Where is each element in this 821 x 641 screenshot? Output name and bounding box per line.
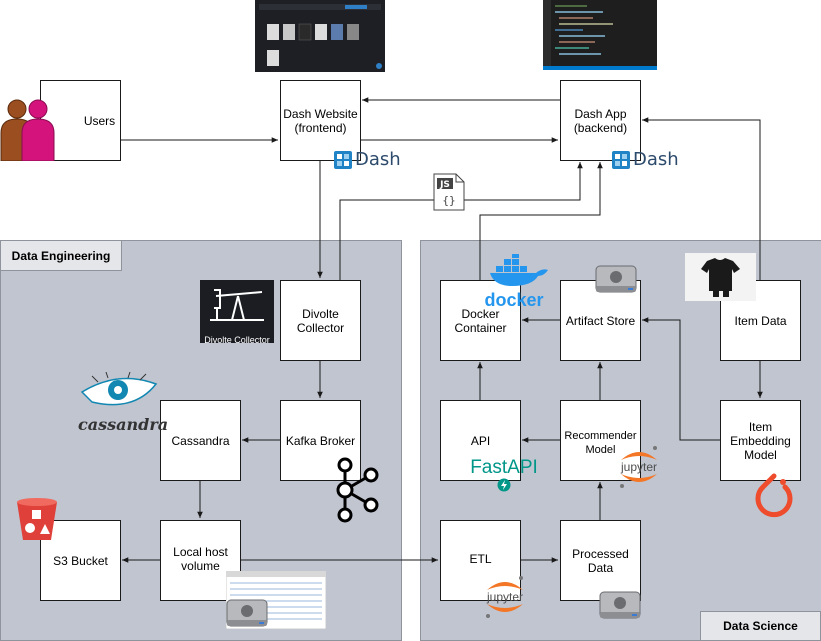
edge-itemdata-to-app	[642, 117, 761, 280]
cassandra-logo-text: cassandra	[78, 415, 169, 434]
divolte-logo-text: Divolte Collector	[204, 335, 270, 345]
cassandra-logo: cassandra	[78, 371, 169, 434]
svg-text:{}: {}	[442, 194, 455, 207]
cassandra-eye-icon	[80, 371, 158, 406]
recommender-model-node: Recommender Model	[560, 400, 641, 481]
dash-logo-text: Dash	[355, 149, 401, 170]
dash-icon	[612, 150, 630, 169]
processed-disk-icon	[599, 591, 641, 619]
kafka-icon	[336, 457, 379, 523]
js-file-label: JS	[439, 180, 450, 190]
api-node: API	[440, 400, 521, 481]
data-engineering-label: Data Engineering	[0, 240, 122, 271]
jupyter-logo-etl: jupyter	[478, 572, 532, 622]
s3-bucket-node: S3 Bucket	[40, 520, 121, 601]
code-editor-screenshot-image	[543, 0, 657, 70]
jupyter-logo-text: jupyter	[486, 590, 523, 604]
jupyter-logo-text: jupyter	[620, 460, 657, 474]
jupyter-logo-recommender: jupyter	[612, 442, 666, 492]
tshirt-image	[685, 253, 756, 301]
edge-docker-to-app	[479, 162, 603, 280]
dash-logo-app: Dash	[612, 149, 679, 170]
fastapi-bolt-icon	[497, 478, 511, 492]
docker-container-node: Docker Container	[440, 280, 521, 361]
processed-data-node: Processed Data	[560, 520, 641, 601]
website-screenshot-image	[255, 0, 385, 72]
dash-website-node: Dash Website (frontend)	[280, 80, 361, 161]
jupyter-icon: jupyter	[620, 446, 657, 488]
docker-logo: docker	[478, 252, 550, 310]
cassandra-node: Cassandra	[160, 400, 241, 481]
pytorch-icon	[755, 473, 793, 518]
fastapi-logo: FastAPI	[466, 458, 542, 494]
users-icon	[0, 99, 55, 161]
dash-logo-text: Dash	[633, 149, 679, 170]
dash-logo-website: Dash	[334, 149, 401, 170]
edge-embedding-to-artifact	[642, 317, 720, 441]
oil-pump-icon	[210, 289, 264, 321]
docker-whale-icon	[490, 252, 548, 286]
docker-logo-text: docker	[484, 290, 544, 310]
jupyter-icon: jupyter	[486, 576, 523, 618]
dash-icon	[334, 150, 352, 169]
js-file-icon: JS {}	[433, 173, 465, 211]
dash-app-node: Dash App (backend)	[560, 80, 641, 161]
divolte-collector-node: Divolte Collector	[280, 280, 361, 361]
artifact-disk-icon	[595, 265, 637, 293]
artifact-store-node: Artifact Store	[560, 280, 641, 361]
divolte-logo: Divolte Collector	[200, 280, 274, 345]
s3-bucket-icon	[17, 498, 57, 540]
disk-icon	[226, 599, 268, 627]
item-embedding-model-node: Item Embedding Model	[720, 400, 801, 481]
fastapi-logo-text: FastAPI	[470, 457, 538, 478]
etl-node: ETL	[440, 520, 521, 601]
